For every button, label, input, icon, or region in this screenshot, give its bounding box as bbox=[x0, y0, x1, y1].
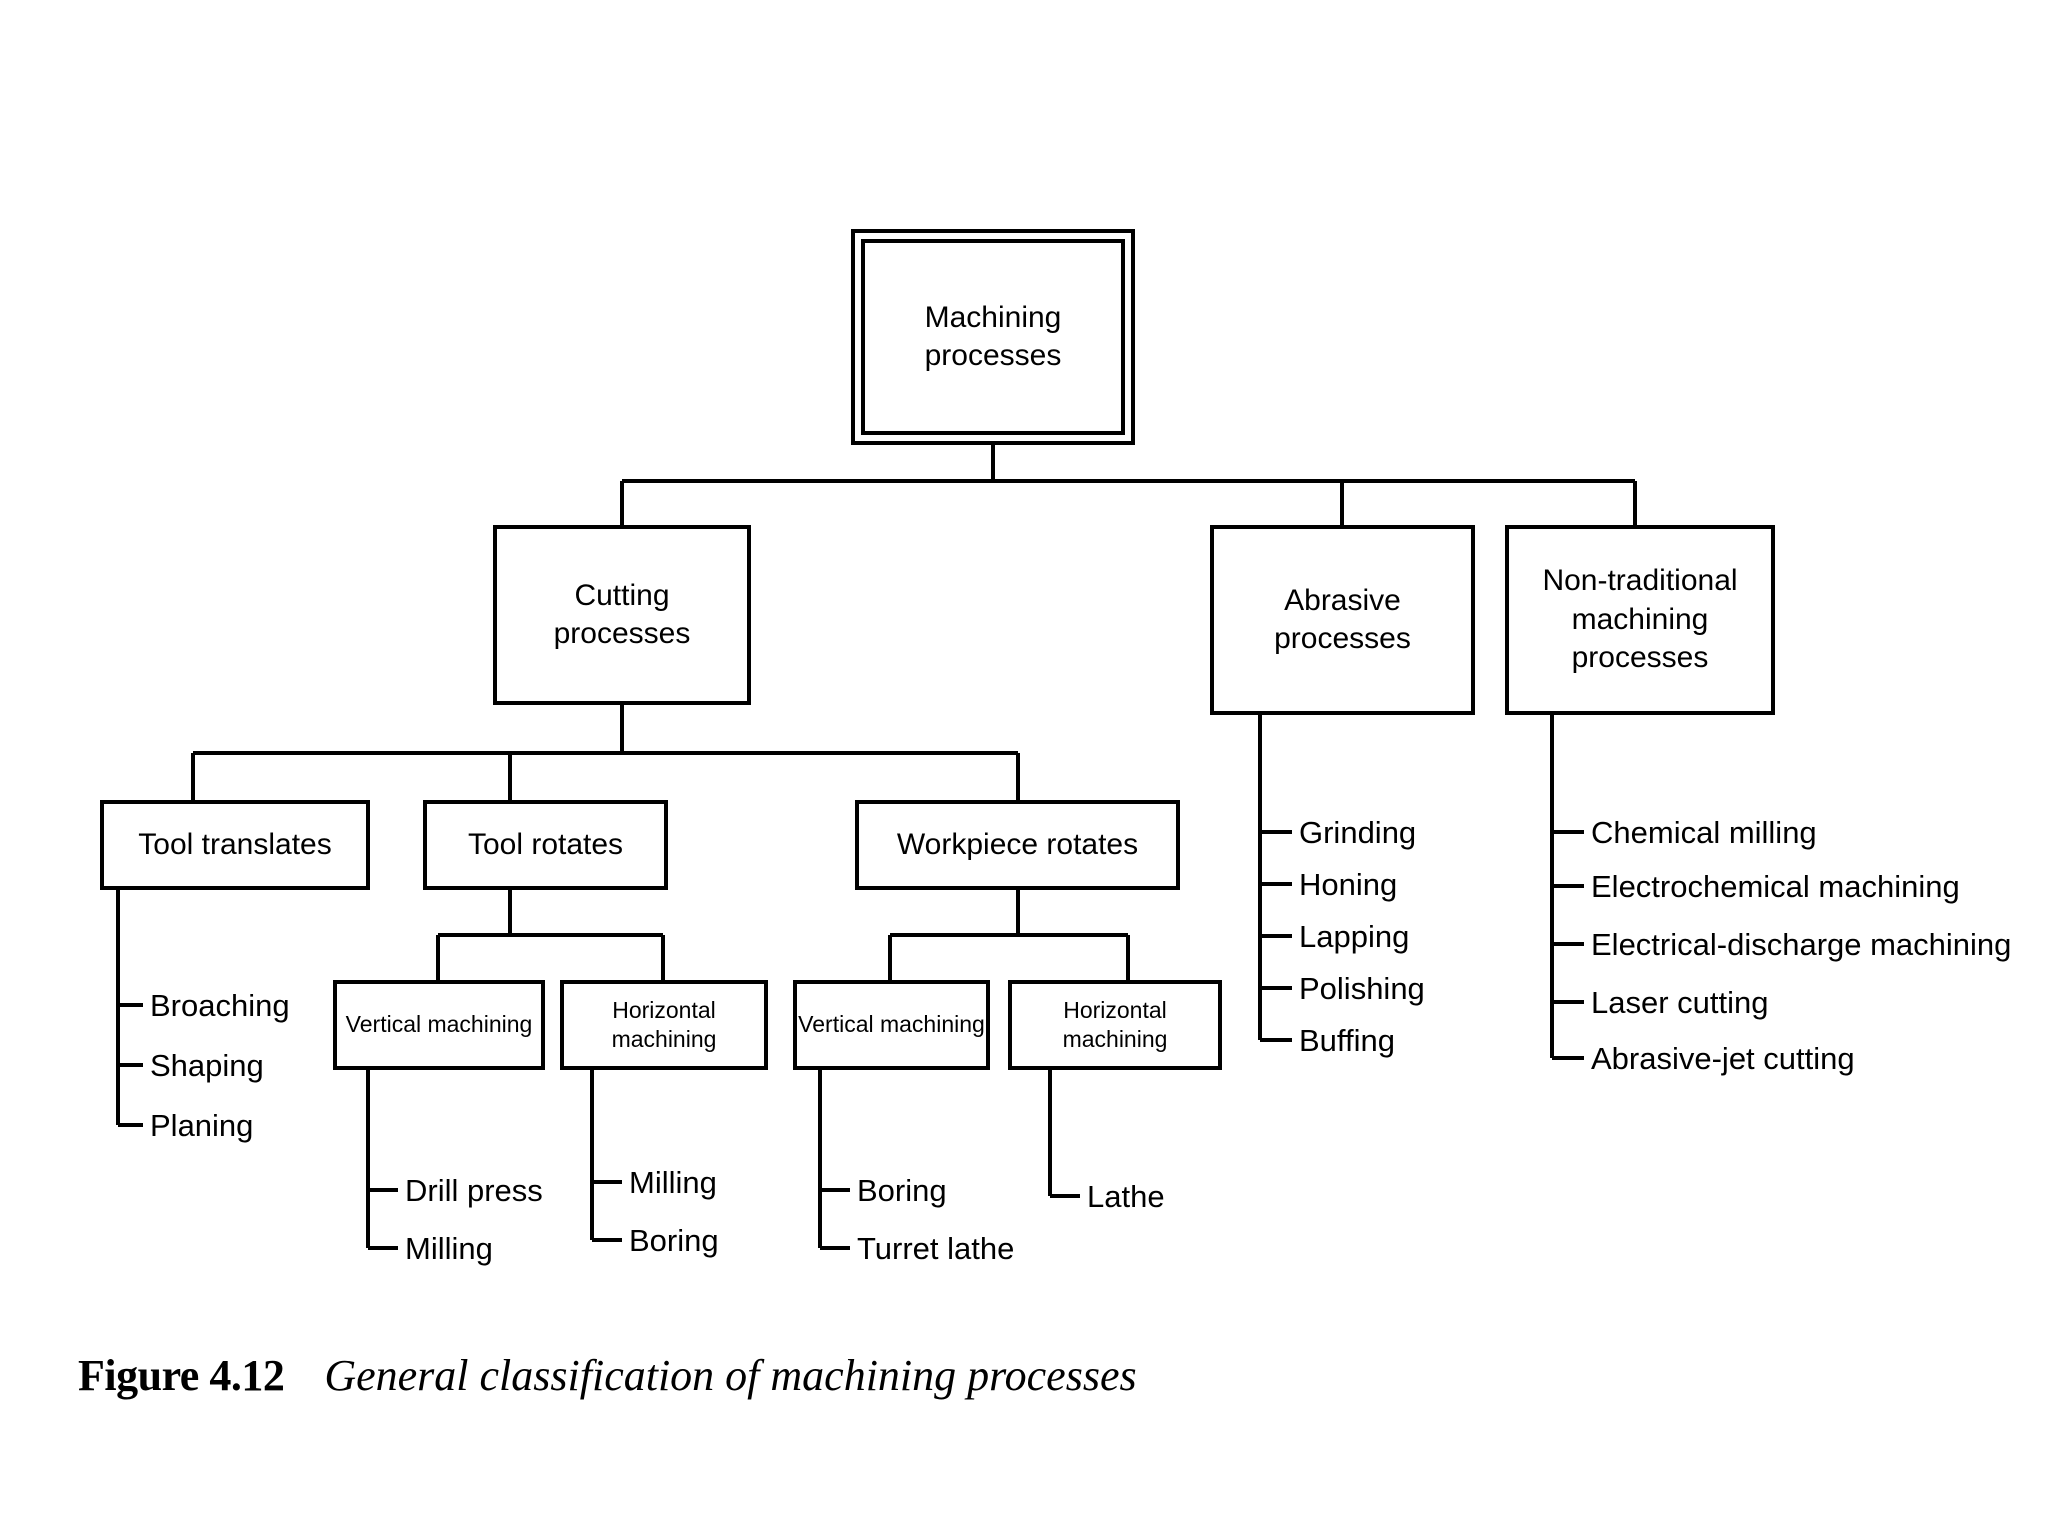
node-label: Cutting processes bbox=[553, 578, 691, 650]
node-tool-rotates-horizontal-machining[interactable]: Horizontal machining bbox=[560, 980, 768, 1070]
leaf-abrasive-jet-cutting: Abrasive-jet cutting bbox=[1591, 1041, 1855, 1076]
leaf-boring-horizontal-group: Boring bbox=[629, 1223, 719, 1258]
node-workpiece-rotates[interactable]: Workpiece rotates bbox=[855, 800, 1180, 890]
node-tool-translates[interactable]: Tool translates bbox=[100, 800, 370, 890]
leaf-electrical-discharge-machining: Electrical-discharge machining bbox=[1591, 927, 2012, 962]
leaf-shaping: Shaping bbox=[150, 1048, 264, 1083]
leaf-milling-horizontal-group: Milling bbox=[629, 1165, 717, 1200]
leaf-planing: Planing bbox=[150, 1108, 254, 1143]
leaf-honing: Honing bbox=[1299, 867, 1398, 902]
node-label: Vertical machining bbox=[798, 1011, 985, 1038]
leaf-grinding: Grinding bbox=[1299, 815, 1417, 850]
leaf-chemical-milling: Chemical milling bbox=[1591, 815, 1817, 850]
node-cutting-processes[interactable]: Cutting processes bbox=[493, 525, 751, 705]
leaf-lathe: Lathe bbox=[1087, 1179, 1165, 1214]
node-abrasive-processes[interactable]: Abrasive processes bbox=[1210, 525, 1475, 715]
node-label: Machining processes bbox=[924, 300, 1062, 372]
leaf-electrochemical-machining: Electrochemical machining bbox=[1591, 869, 1960, 904]
node-tool-rotates-vertical-machining[interactable]: Vertical machining bbox=[333, 980, 545, 1070]
node-label: Non-traditional machining processes bbox=[1542, 564, 1738, 675]
node-non-traditional-machining-processes[interactable]: Non-traditional machining processes bbox=[1505, 525, 1775, 715]
node-label: Vertical machining bbox=[345, 1011, 533, 1038]
leaf-polishing: Polishing bbox=[1299, 971, 1425, 1006]
node-workpiece-rotates-vertical-machining[interactable]: Vertical machining bbox=[793, 980, 990, 1070]
figure-number: Figure 4.12 bbox=[78, 1351, 285, 1400]
node-tool-rotates[interactable]: Tool rotates bbox=[423, 800, 668, 890]
figure-caption: Figure 4.12 General classification of mac… bbox=[78, 1350, 1137, 1401]
figure-caption-text: General classification of machining proc… bbox=[324, 1351, 1137, 1400]
node-workpiece-rotates-horizontal-machining[interactable]: Horizontal machining bbox=[1008, 980, 1222, 1070]
node-machining-processes[interactable]: Machining processes bbox=[861, 239, 1125, 435]
leaf-broaching: Broaching bbox=[150, 988, 290, 1023]
leaf-lapping: Lapping bbox=[1299, 919, 1410, 954]
node-label: Horizontal machining bbox=[1062, 996, 1168, 1052]
leaf-milling-drill-group: Milling bbox=[405, 1231, 493, 1266]
node-label: Workpiece rotates bbox=[896, 827, 1139, 861]
leaf-boring-workpiece-group: Boring bbox=[857, 1173, 947, 1208]
leaf-turret-lathe: Turret lathe bbox=[857, 1231, 1015, 1266]
node-label: Tool rotates bbox=[467, 827, 624, 861]
leaf-buffing: Buffing bbox=[1299, 1023, 1395, 1058]
node-label: Abrasive processes bbox=[1274, 583, 1411, 655]
leaf-laser-cutting: Laser cutting bbox=[1591, 985, 1769, 1020]
node-label: Tool translates bbox=[138, 827, 332, 861]
leaf-drill-press: Drill press bbox=[405, 1173, 543, 1208]
node-label: Horizontal machining bbox=[611, 996, 717, 1052]
